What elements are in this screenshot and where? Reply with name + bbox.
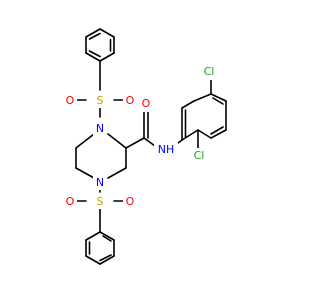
- molecule-drawing: S O O N O NH Cl Cl N S O O: [63, 28, 227, 265]
- oxygen-atom-bottom-left: O: [66, 195, 75, 208]
- top-phenyl-ring: [85, 28, 115, 91]
- chlorine-atom-top: Cl: [204, 65, 215, 78]
- sulfur-atom-top: S: [97, 94, 104, 107]
- oxygen-atom-top-right: O: [126, 94, 135, 107]
- structure-diagram: S O O N O NH Cl Cl N S O O: [63, 28, 227, 265]
- piperazine-ring: [75, 133, 127, 179]
- atom-labels: S O O N O NH Cl Cl N S O O: [63, 64, 218, 209]
- amide-group: [125, 109, 156, 149]
- dichlorophenyl-ring: [173, 77, 227, 149]
- oxygen-atom-top-left: O: [66, 94, 75, 107]
- nitrogen-atom-1: N: [96, 122, 104, 135]
- top-sulfonyl-group: [75, 99, 125, 118]
- bottom-sulfonyl-group: [75, 187, 125, 233]
- sulfur-atom-bottom: S: [97, 195, 104, 208]
- chlorine-atom-bottom: Cl: [194, 149, 205, 162]
- oxygen-atom-amide: O: [142, 97, 151, 110]
- oxygen-atom-bottom-right: O: [126, 195, 135, 208]
- bottom-phenyl-ring: [85, 231, 115, 265]
- nitrogen-atom-4: N: [96, 176, 104, 189]
- amide-nitrogen-nh: NH: [158, 143, 175, 156]
